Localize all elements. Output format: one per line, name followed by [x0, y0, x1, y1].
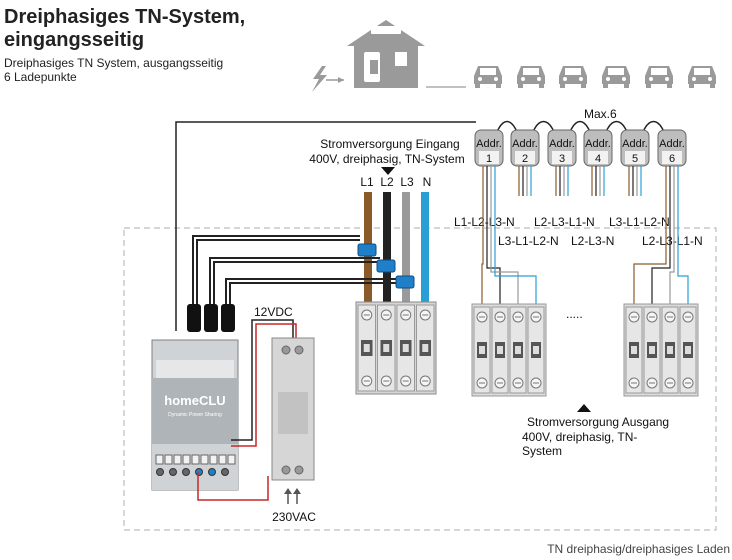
ct-wire-6: [229, 282, 398, 306]
phase-seq-4: L2-L3-N: [571, 234, 614, 248]
charger-address-node: Addr. 6: [657, 129, 687, 215]
charger-address-node: Addr. 4: [583, 129, 613, 196]
car-icon: [688, 66, 716, 88]
charger-address-node: Addr. 2: [510, 129, 540, 196]
phase-seq-6: L2-L3-L1-N: [642, 234, 703, 248]
communication-bus: [175, 121, 476, 331]
breaker-pole: [625, 306, 643, 394]
dc-label: 12VDC: [254, 305, 293, 319]
charger-number: 3: [559, 153, 565, 165]
charger-number: 2: [522, 153, 528, 165]
output-supply-line1: Stromversorgung Ausgang: [527, 415, 669, 429]
charger-number: 5: [632, 153, 638, 165]
homeclu-name: homeCLU: [164, 393, 225, 408]
house-icon: [347, 20, 425, 88]
car-icon: [517, 66, 545, 88]
ct-wire-3: [209, 257, 380, 306]
title-line-2: eingangsseitig: [4, 29, 145, 51]
charger-number: 1: [486, 153, 492, 165]
addr-label: Addr.: [585, 138, 611, 150]
dc-wire-2: [231, 323, 297, 447]
ct-wire-2: [196, 239, 360, 306]
title-line-1: Dreiphasiges TN-System,: [4, 6, 246, 28]
page-title: Dreiphasiges TN-System, eingangsseitig: [4, 6, 245, 52]
cabinet-outline: [123, 227, 717, 531]
subtitle-line-1: Dreiphasiges TN System, ausgangsseitig: [4, 56, 224, 70]
phase-L3-label: L3: [400, 175, 414, 189]
charger-address-node: Addr. 5: [620, 129, 650, 196]
homeclu-tagline: Dynamic Power Sharing: [168, 412, 222, 418]
up-arrow-icon: [577, 404, 591, 412]
addr-label: Addr.: [659, 138, 685, 150]
car-icon: [474, 66, 502, 88]
output-breaker-group-1: [471, 303, 547, 397]
car-icon: [645, 66, 673, 88]
breaker-ellipsis: .....: [566, 307, 583, 321]
dc-wire: [231, 319, 294, 441]
ct-wire-4: [213, 261, 380, 306]
ct-wire-1: [192, 235, 360, 306]
phase-L2-label: L2: [380, 175, 394, 189]
ct-wire-5: [225, 278, 398, 306]
breaker-pole: [679, 306, 697, 394]
breaker-pole: [357, 304, 376, 392]
addr-label: Addr.: [476, 138, 502, 150]
ct-clamp-L2: [376, 259, 396, 273]
output-breaker-group-2: [623, 303, 699, 397]
charger-number: 6: [669, 153, 675, 165]
down-arrow-icon: [381, 167, 395, 175]
breaker-pole: [491, 306, 509, 394]
charger-address-node: Addr. 3: [547, 129, 577, 196]
breaker-pole: [527, 306, 545, 394]
phase-seq-1: L1-L2-L3-N: [454, 215, 515, 229]
alarm-wire: [197, 472, 269, 501]
phase-N-label: N: [423, 175, 432, 189]
breaker-pole: [661, 306, 679, 394]
footer-caption: TN dreiphasig/dreiphasiges Laden: [547, 542, 730, 556]
homeclu-device: homeCLU Dynamic Power Sharing: [151, 339, 239, 491]
addr-label: Addr.: [549, 138, 575, 150]
phase-seq-2: L3-L1-L2-N: [498, 234, 559, 248]
charger-address-node: Addr. 1: [474, 129, 504, 215]
output-supply-line3: System: [522, 444, 562, 458]
breaker-pole: [473, 306, 491, 394]
breaker-pole: [396, 304, 415, 392]
addr-label: Addr.: [622, 138, 648, 150]
cable-L3: [402, 192, 410, 304]
breaker-pole: [416, 304, 435, 392]
max-chargers-label: Max.6: [584, 107, 617, 121]
breaker-pole: [377, 304, 396, 392]
output-supply-line2: 400V, dreiphasig, TN-: [522, 430, 637, 444]
cable-L2: [383, 192, 391, 304]
input-supply-line2: 400V, dreiphasig, TN-System: [309, 152, 464, 166]
car-icon: [602, 66, 630, 88]
subtitle-line-2: 6 Ladepunkte: [4, 70, 77, 84]
ct-clamp-L3: [395, 275, 415, 289]
subtitle: Dreiphasiges TN System, ausgangsseitig 6…: [4, 56, 223, 84]
ct-plugs: [187, 304, 235, 332]
up-arrows-icon: [284, 488, 301, 504]
lightning-icon: [312, 66, 327, 92]
power-supply-module: [271, 337, 315, 481]
breaker-pole: [509, 306, 527, 394]
ct-clamp-L1: [357, 243, 377, 257]
breaker-pole: [643, 306, 661, 394]
phase-L1-label: L1: [360, 175, 374, 189]
main-breaker: [355, 301, 437, 395]
charger-number: 4: [595, 153, 601, 165]
cable-N: [421, 192, 429, 304]
ac-label: 230VAC: [272, 510, 316, 524]
input-supply-line1: Stromversorgung Eingang: [320, 137, 459, 151]
phase-seq-5: L3-L1-L2-N: [609, 215, 670, 229]
addr-label: Addr.: [512, 138, 538, 150]
car-icon: [559, 66, 587, 88]
phase-seq-3: L2-L3-L1-N: [534, 215, 595, 229]
